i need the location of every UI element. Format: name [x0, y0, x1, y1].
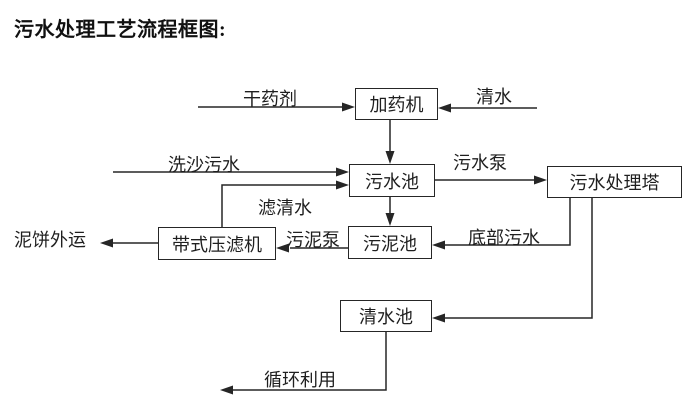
node-belt-filter-press-label: 带式压滤机: [172, 234, 262, 255]
node-sludge-pool-label: 污泥池: [363, 233, 417, 254]
edge-label-sewage-pump: 污水泵: [453, 153, 507, 173]
arrow-clean-water: [438, 103, 537, 113]
arrow-sewage-pump: [435, 175, 547, 185]
node-sludge-pool: 污泥池: [348, 226, 432, 259]
arrow-recycling: [220, 332, 387, 395]
edge-label-clean-water: 清水: [476, 87, 512, 107]
node-belt-filter-press: 带式压滤机: [158, 227, 276, 260]
node-sewage-pool: 污水池: [349, 164, 435, 197]
edge-label-recycling: 循环利用: [264, 370, 336, 390]
arrow-bottom-sewage: [432, 198, 571, 250]
node-sewage-pool-label: 污水池: [365, 171, 419, 192]
edge-label-dry-chemical: 干药剂: [243, 89, 297, 109]
edge-label-filtered-water: 滤清水: [258, 198, 312, 218]
edge-label-bottom-sewage: 底部污水: [468, 228, 540, 248]
arrow-dosing-to-sewage: [385, 120, 395, 164]
node-treatment-tower: 污水处理塔: [547, 166, 682, 198]
edge-label-sludge-pump: 污泥泵: [286, 230, 340, 250]
arrow-tower-to-clear-pool: [432, 198, 593, 323]
arrow-sand-washing-sewage: [113, 167, 349, 177]
edge-label-mud-cake-outbound: 泥饼外运: [14, 230, 86, 250]
page-title: 污水处理工艺流程框图:: [14, 19, 227, 41]
node-clear-water-pool: 清水池: [340, 300, 432, 332]
arrow-sludge-pump: [276, 243, 348, 253]
arrow-dry-chemical: [198, 102, 355, 112]
node-dosing-machine: 加药机: [355, 88, 438, 120]
node-clear-water-pool-label: 清水池: [359, 307, 413, 327]
edge-label-sand-washing-sewage: 洗沙污水: [168, 155, 240, 175]
arrow-sewage-to-sludge: [385, 197, 395, 226]
node-treatment-tower-label: 污水处理塔: [569, 173, 660, 193]
arrow-filtered-water: [221, 180, 349, 227]
node-dosing-machine-label: 加药机: [369, 95, 424, 115]
arrow-mud-cake-outbound: [100, 238, 158, 248]
